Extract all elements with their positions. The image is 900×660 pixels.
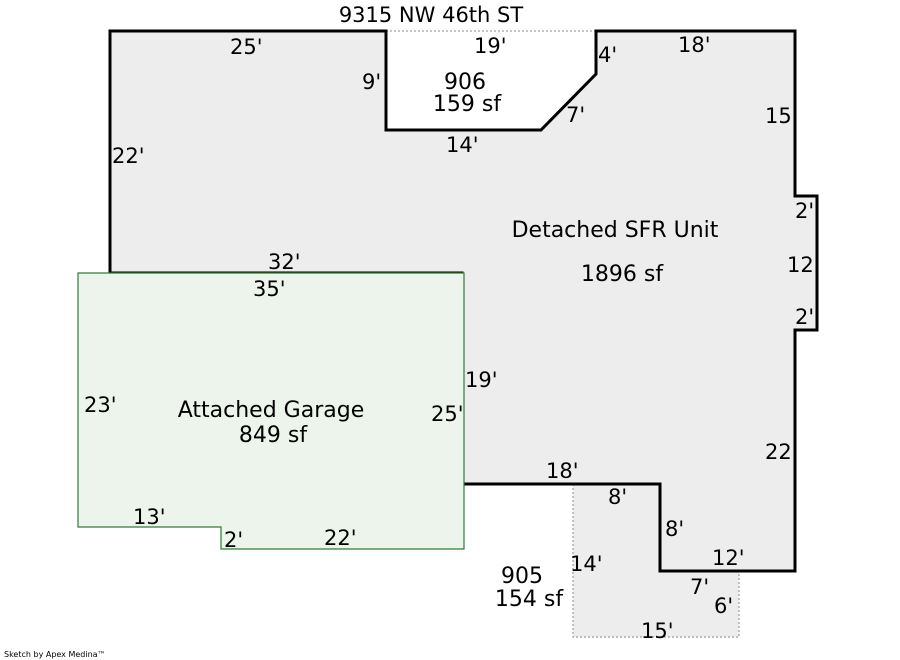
dim-garage-top: 35': [253, 277, 286, 301]
dim-notch-diag: 7': [566, 103, 585, 127]
dim-house-top-left: 25': [230, 35, 263, 59]
dim-house-right-upper: 15': [765, 104, 798, 128]
area-905-size: 154 sf: [495, 587, 564, 612]
dim-bump-bottom: 2': [795, 305, 814, 329]
dim-notch-top: 19': [474, 34, 507, 58]
dim-garage-jog: 2': [224, 528, 243, 552]
dim-house-right-lower: 22': [765, 440, 798, 464]
dim-garage-bottom-left: 13': [133, 505, 166, 529]
sketch-credit: Sketch by Apex Medina™: [4, 650, 106, 659]
dim-house-garage-top: 32': [268, 250, 301, 274]
house-size: 1896 sf: [581, 262, 664, 287]
dim-house-left: 22': [112, 144, 145, 168]
area-905-name: 905: [501, 564, 543, 589]
dim-garage-bottom-right: 22': [324, 526, 357, 550]
dim-bump-side: 12': [787, 253, 820, 277]
dim-house-top-right: 18': [678, 33, 711, 57]
area-906-name: 906: [444, 70, 486, 95]
dim-patio-right: 6': [714, 594, 733, 618]
dim-notch-bottom: 14': [446, 133, 479, 157]
dim-house-bottom-left: 18': [546, 459, 579, 483]
dim-house-garage-side: 19': [465, 368, 498, 392]
dim-patio-bottom: 15': [641, 619, 674, 643]
dim-notch-right: 4': [598, 43, 617, 67]
dim-garage-left: 23': [84, 393, 117, 417]
dim-garage-right: 25': [431, 402, 464, 426]
dim-patio-left: 14': [570, 552, 603, 576]
garage-size: 849 sf: [239, 423, 308, 448]
dim-house-step-top: 8': [608, 485, 627, 509]
dim-notch-left: 9': [362, 70, 381, 94]
house-name: Detached SFR Unit: [512, 218, 719, 243]
dim-bump-top: 2': [795, 199, 814, 223]
dim-house-step-side: 8': [665, 517, 684, 541]
area-906-size: 159 sf: [433, 92, 502, 117]
garage-outline: [77, 272, 465, 550]
dim-house-bottom-step: 12': [712, 546, 745, 570]
dim-patio-top-right: 7': [690, 575, 709, 599]
address-label: 9315 NW 46th ST: [339, 3, 524, 27]
garage-name: Attached Garage: [178, 398, 364, 423]
